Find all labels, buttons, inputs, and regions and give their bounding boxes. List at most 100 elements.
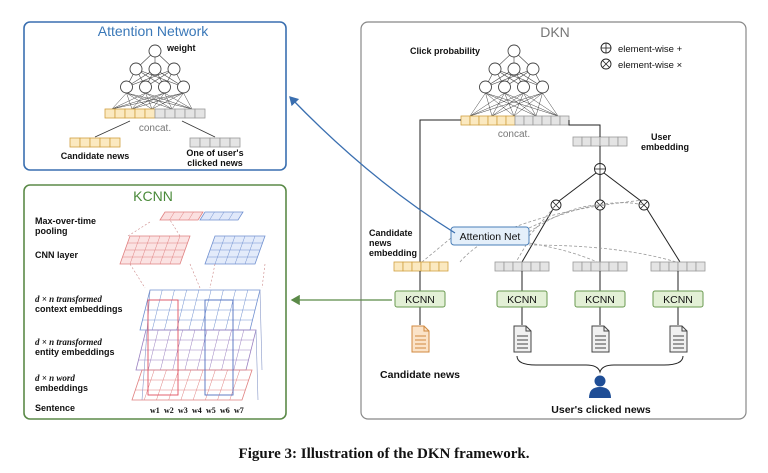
attention-concat-orange-part <box>104 108 156 119</box>
dkn-kcnn-clicked-2: KCNN <box>574 290 626 308</box>
legend-times-label: element-wise × <box>618 60 682 71</box>
vector-cell <box>503 261 514 272</box>
nn-edge <box>164 92 193 110</box>
attention-candidate-cells <box>69 137 121 148</box>
doc-fold <box>681 326 687 332</box>
word-token: w2 <box>164 406 174 415</box>
dkn-neural-net <box>469 44 559 117</box>
dkn-connections <box>419 119 681 263</box>
maxpool-label-1: Max-over-time <box>35 216 96 226</box>
att-to-vec3-dashed <box>528 244 677 263</box>
vector-cell <box>539 261 550 272</box>
clicked-news-3-doc-icon <box>669 325 688 353</box>
attention-net-label: Attention Net <box>460 231 521 243</box>
vector-cell <box>523 115 534 126</box>
vector-cell <box>617 136 628 147</box>
legend-plus-label: element-wise + <box>618 44 683 55</box>
projection-line <box>209 263 216 289</box>
nn-edge <box>504 92 537 117</box>
nn-edge <box>485 68 534 88</box>
candidate-embedding-label-3: embedding <box>369 248 417 258</box>
dkn-concat-orange-part <box>460 115 516 126</box>
doc-body <box>411 325 430 353</box>
vector-cell <box>194 108 206 119</box>
nn-edge <box>111 92 184 110</box>
user-embedding-vector <box>572 136 628 147</box>
vector-cell <box>599 136 610 147</box>
nn-edge <box>131 92 184 110</box>
clicked-embedding-3-cells <box>650 261 706 272</box>
vector-cell <box>184 108 196 119</box>
nn-edge <box>111 92 146 110</box>
vector-cell <box>411 261 422 272</box>
dkn-panel: DKN Click probability element-wise + ele… <box>360 21 747 420</box>
context-label-1: d × n transformed <box>35 294 102 304</box>
vector-cell <box>144 108 156 119</box>
red-conv-window <box>147 299 179 396</box>
vector-cell <box>393 261 404 272</box>
nn-edge <box>469 92 486 117</box>
vector-cell <box>550 115 561 126</box>
context-label-2: context embeddings <box>35 304 123 314</box>
vector-cell <box>541 115 552 126</box>
word-label-2: embeddings <box>35 383 88 393</box>
kcnn-box <box>496 290 548 308</box>
vector-cell <box>494 261 505 272</box>
nn-edge <box>542 92 559 117</box>
vector-cell <box>599 261 610 272</box>
candidate-to-concat-wire <box>419 119 461 262</box>
entity-label-1: d × n transformed <box>35 337 102 347</box>
att-to-times3-dashed <box>528 202 645 229</box>
kcnn-box <box>652 290 704 308</box>
attention-concat-gray-part <box>154 108 206 119</box>
weight-label: weight <box>166 43 196 53</box>
vector-cell <box>496 115 507 126</box>
vector-cell <box>521 261 532 272</box>
attention-net-box: Attention Net <box>450 226 530 246</box>
nn-node <box>498 80 511 94</box>
entity-label-2: entity embeddings <box>35 347 115 357</box>
nn-edge <box>126 92 173 110</box>
nn-edge <box>145 92 173 110</box>
vector-cell <box>668 261 679 272</box>
figure-caption: Figure 3: Illustration of the DKN framew… <box>239 446 530 462</box>
depth-line <box>259 289 263 371</box>
grid-line <box>188 211 194 221</box>
vector-cell <box>650 261 661 272</box>
candidate-news-label: Candidate news <box>380 369 460 381</box>
nn-edge <box>485 92 559 117</box>
dkn-concat-gray-part <box>514 115 570 126</box>
times1-to-vec1-wire <box>521 208 554 263</box>
word-token: w6 <box>220 406 230 415</box>
plus-to-times3-wire <box>603 172 642 202</box>
dkn-kcnn-clicked-3: KCNN <box>652 290 704 308</box>
kcnn-box <box>574 290 626 308</box>
attention-candidate-label: Candidate news <box>61 151 130 161</box>
vector-cell <box>199 137 211 148</box>
grid-line <box>180 369 192 401</box>
vector-cell <box>581 261 592 272</box>
cnn-layer-label: CNN layer <box>35 250 79 260</box>
times-node-x2 <box>640 201 648 209</box>
vector-cell <box>134 108 146 119</box>
attention-candidate-vector <box>69 137 121 148</box>
vector-cell <box>532 115 543 126</box>
doc-body <box>669 325 688 353</box>
vector-cell <box>79 137 91 148</box>
vector-cell <box>460 115 471 126</box>
projection-line <box>261 263 266 289</box>
nn-node <box>507 62 521 76</box>
user-to-concat-wire <box>568 120 601 137</box>
blue-conv-window <box>204 299 234 396</box>
dkn-embedding-vectors <box>393 261 706 272</box>
nn-node <box>507 44 521 58</box>
nn-edge <box>491 92 524 117</box>
dkn-document-icons <box>411 325 688 353</box>
clicked-embedding-1-cells <box>494 261 550 272</box>
doc-fold <box>423 326 429 332</box>
vector-cell <box>608 136 619 147</box>
clicked-embedding-2-cells <box>572 261 628 272</box>
vector-cell <box>677 261 688 272</box>
nn-edge <box>111 92 127 110</box>
